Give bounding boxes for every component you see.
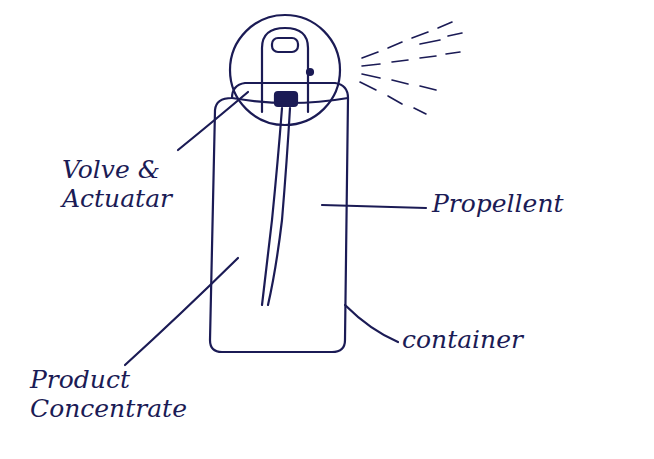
actuator [262, 28, 308, 112]
dip-tube [268, 108, 290, 305]
part-label: Volve & Actuatar [62, 156, 212, 214]
part-label: container [402, 326, 622, 355]
actuator-top [272, 38, 298, 52]
leader-line [178, 92, 248, 150]
container-rim [232, 98, 348, 103]
dip-tube [262, 108, 282, 305]
container-outline [210, 83, 348, 352]
part-label: Product Concentrate [30, 366, 240, 424]
leader-line [125, 258, 238, 365]
leader-line [322, 205, 426, 208]
nozzle-hole [307, 69, 313, 75]
spray [360, 22, 462, 114]
part-label: Propellent [432, 190, 632, 219]
valve-circle [230, 15, 340, 125]
leader-line [345, 305, 398, 342]
